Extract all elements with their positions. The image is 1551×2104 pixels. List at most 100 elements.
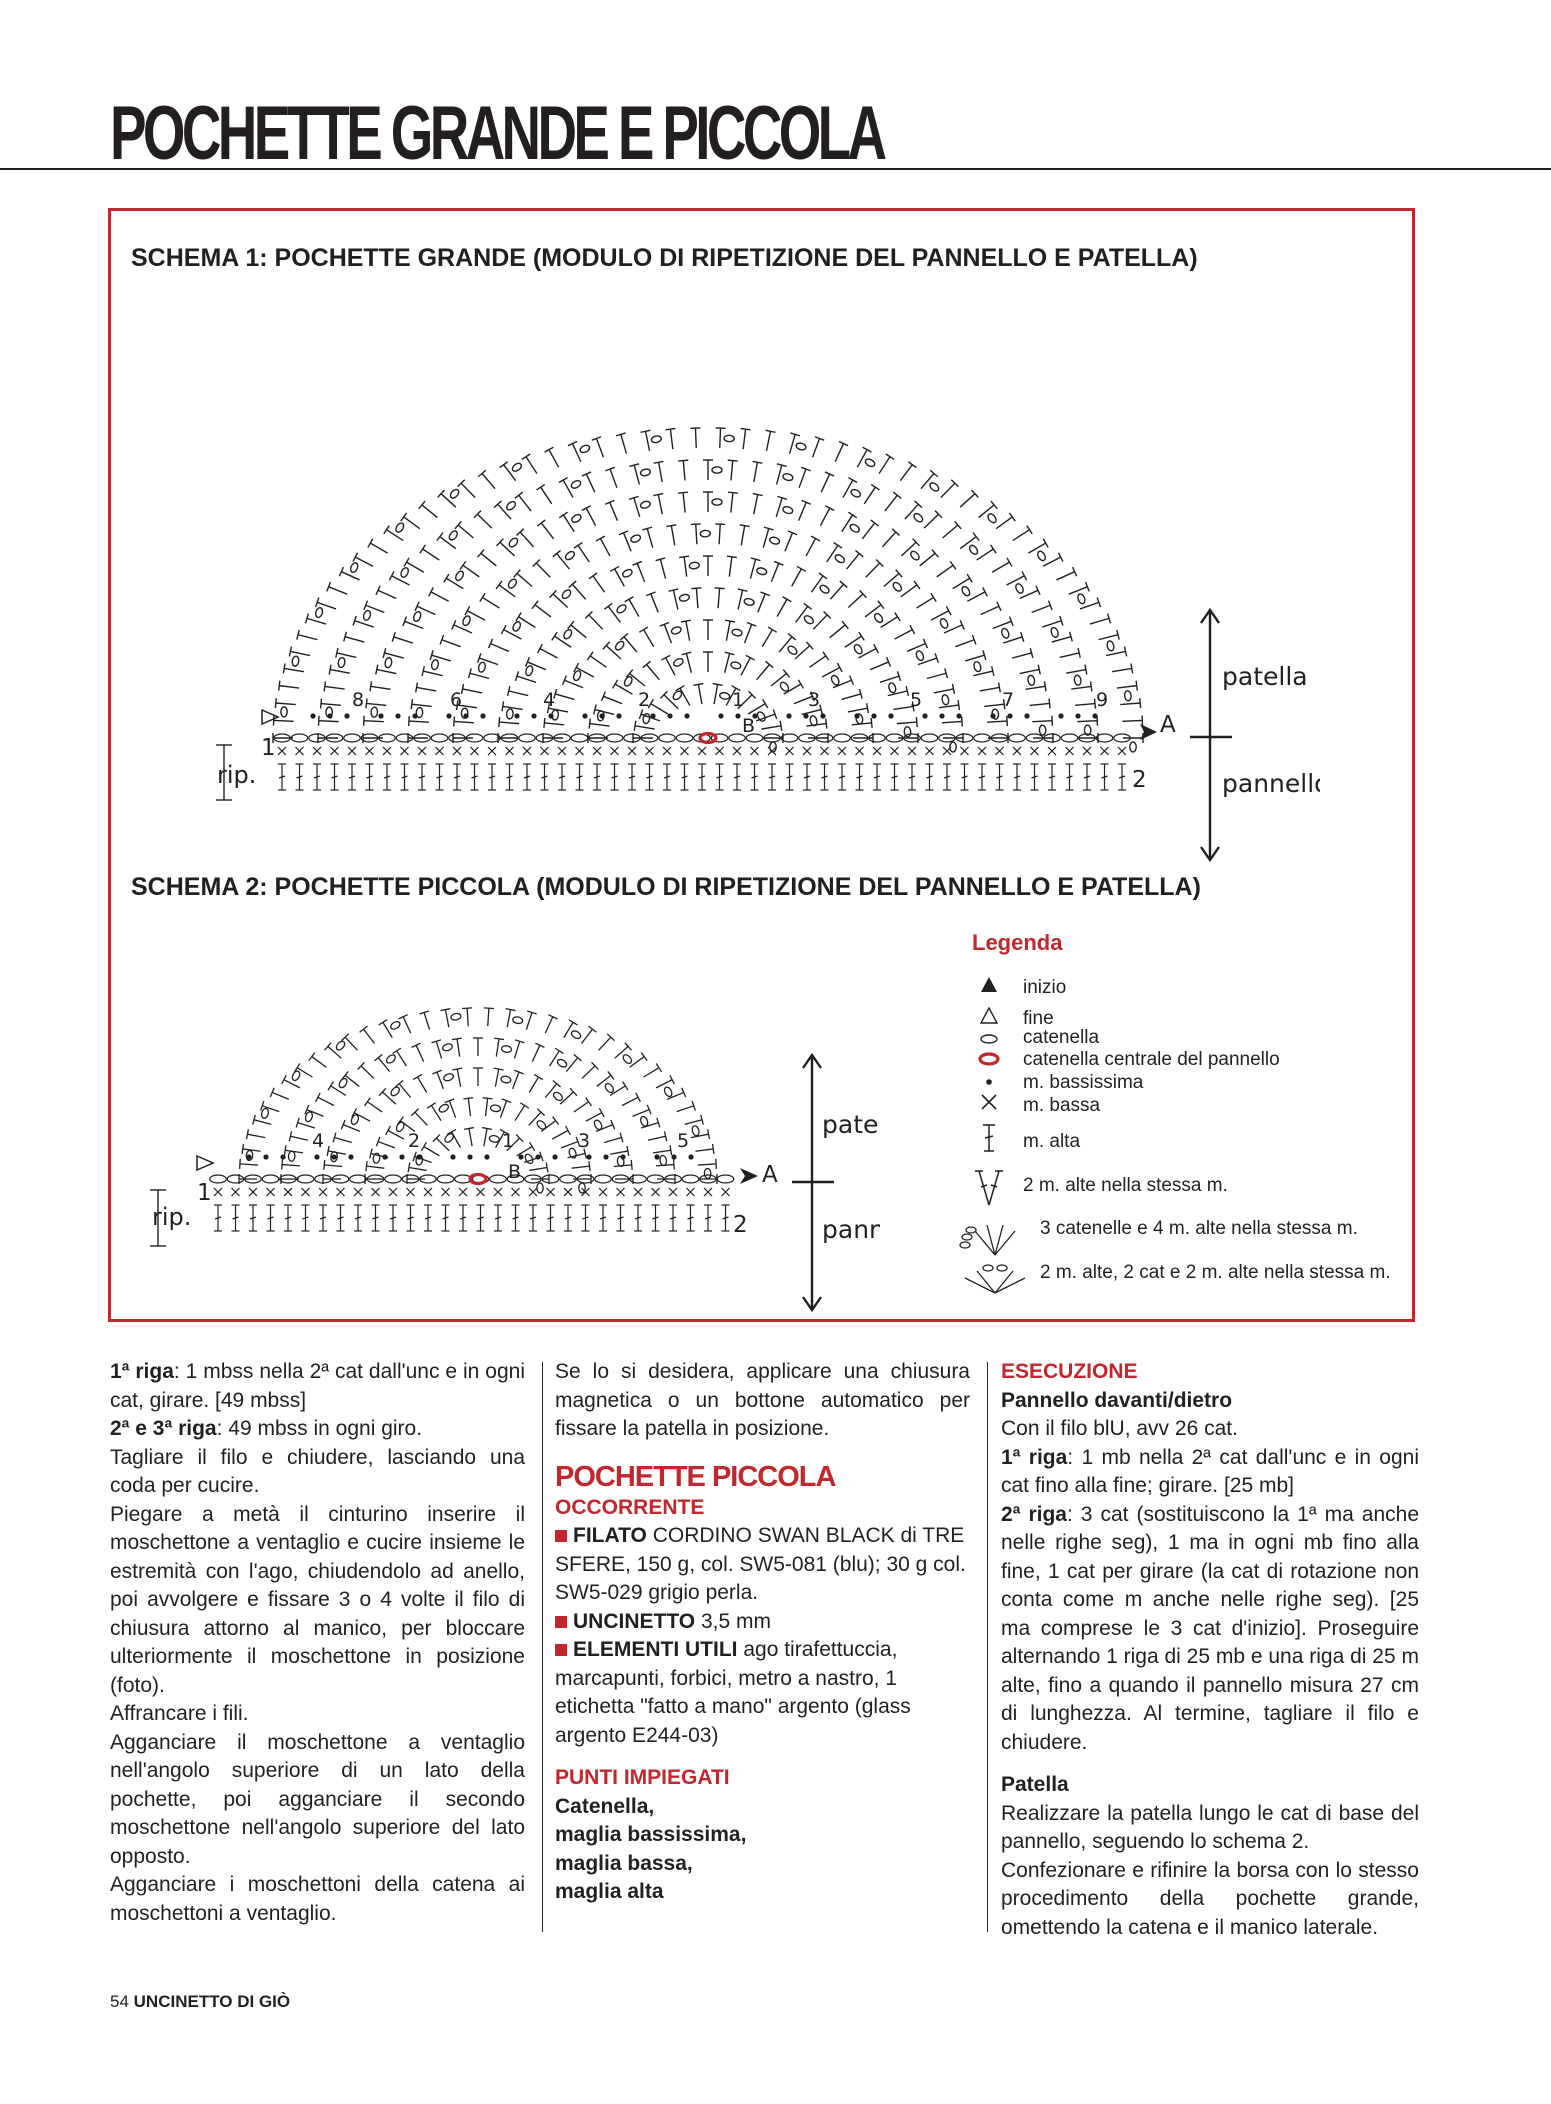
single-crochet-mark (401, 747, 409, 755)
fan-stitch (371, 686, 391, 689)
fan-stitch (399, 1084, 410, 1098)
single-crochet-mark (407, 1188, 415, 1196)
page-title: POCHETTE GRANDE E PICCOLA (110, 96, 883, 172)
fan-stitch (942, 721, 962, 722)
slip-stitch-mark (1075, 713, 1080, 718)
double-crochet-mark (961, 764, 969, 790)
single-crochet-mark (319, 1188, 327, 1196)
fan-stitch (881, 617, 898, 628)
fan-stitch (1028, 543, 1045, 553)
central-chain-mark (700, 734, 716, 743)
fan-stitch (901, 585, 917, 597)
fan-stitch (403, 1017, 411, 1033)
fan-stitch (880, 676, 899, 682)
fan-stitch (1012, 653, 1031, 658)
slip-stitch-mark (450, 1154, 455, 1159)
fan-stitch (469, 1128, 472, 1146)
fan-stitch (720, 428, 721, 448)
chain-mark (834, 734, 851, 742)
fan-stitch (680, 688, 690, 705)
single-crochet-mark (786, 747, 794, 755)
single-crochet-mark (337, 1188, 345, 1196)
single-crochet-mark (978, 747, 986, 755)
fan-stitch (545, 1084, 556, 1098)
legend-item-chain: catenella (1023, 1027, 1099, 1049)
double-crochet-mark (459, 1205, 467, 1231)
fan-stitch (830, 584, 843, 599)
fan-stitch (830, 625, 845, 638)
slip-stitch-mark (620, 1154, 625, 1159)
double-crochet-mark (471, 764, 479, 790)
fan-stitch (597, 1075, 611, 1086)
fan-stitch (664, 695, 678, 709)
single-crochet-mark (214, 1188, 222, 1196)
fan-stitch (848, 708, 868, 712)
row-number: 5 (677, 1130, 689, 1152)
chain-mark (571, 734, 588, 742)
fan-stitch (423, 549, 440, 560)
double-crochet-mark (663, 764, 671, 790)
single-crochet-mark (389, 1188, 397, 1196)
fan-stitch (282, 1165, 300, 1166)
double-crochet-mark (611, 764, 619, 790)
fan-stitch (312, 1057, 326, 1068)
single-crochet-mark (506, 747, 514, 755)
fan-stitch (343, 1125, 360, 1132)
text-column-2: Se lo si desidera, applicare una chiusur… (555, 1358, 970, 1907)
fan-stitch (520, 532, 533, 547)
fan-stitch (454, 625, 472, 633)
fan-stitch (535, 605, 551, 617)
slip-stitch-mark (446, 713, 451, 718)
fan-stitch (634, 498, 640, 517)
fan-stitch (937, 565, 953, 577)
slip-stitch-mark (667, 713, 672, 718)
fan-stitch (503, 706, 523, 709)
shell-stitch-icon (965, 1265, 1025, 1293)
fan-stitch (442, 640, 461, 647)
single-crochet-mark (354, 1188, 362, 1196)
chain-mark (1009, 734, 1026, 742)
fan-stitch (696, 524, 697, 544)
fan-stitch (378, 1142, 395, 1148)
schema2-point-b: B (508, 1161, 521, 1183)
single-crochet-mark (698, 747, 706, 755)
double-crochet-mark (214, 1205, 222, 1231)
fan-stitch (364, 721, 384, 722)
fan-stitch (325, 686, 345, 689)
fan-stitch (934, 689, 954, 693)
three-ch-four-dc-icon (960, 1225, 1015, 1255)
double-crochet-mark (296, 764, 304, 790)
double-crochet-mark (541, 764, 549, 790)
fan-stitch (318, 1097, 334, 1105)
single-crochet-mark (943, 747, 951, 755)
single-crochet-mark (1118, 747, 1126, 755)
fan-stitch (615, 684, 632, 694)
row-number: 5 (910, 689, 922, 711)
fan-stitch (367, 1102, 382, 1112)
slip-stitch-mark (484, 1154, 489, 1159)
double-crochet-mark (1048, 764, 1056, 790)
fan-stitch (307, 618, 326, 624)
single-crochet-mark (1013, 747, 1021, 755)
slip-stitch-mark (548, 713, 553, 718)
fan-stitch (549, 450, 559, 468)
row-number: 2 (638, 689, 650, 711)
fan-stitch (452, 1132, 461, 1148)
fan-stitch (517, 676, 536, 682)
schema1-point-b: B (742, 715, 755, 737)
single-crochet-mark (331, 747, 339, 755)
single-crochet-mark (599, 1188, 607, 1196)
fan-stitch (247, 1134, 265, 1137)
slip-stitch-mark (331, 1154, 336, 1159)
fan-stitch (328, 1046, 341, 1058)
column-divider (987, 1362, 988, 1932)
fan-stitch (741, 526, 744, 546)
fan-stitch (590, 656, 606, 667)
fan-stitch (741, 658, 750, 676)
fan-stitch (1120, 703, 1140, 705)
fan-stitch (276, 703, 296, 705)
fan-stitch (615, 569, 625, 587)
double-crochet-mark (926, 764, 934, 790)
double-crochet-mark (996, 764, 1004, 790)
double-crochet-mark (1031, 764, 1039, 790)
